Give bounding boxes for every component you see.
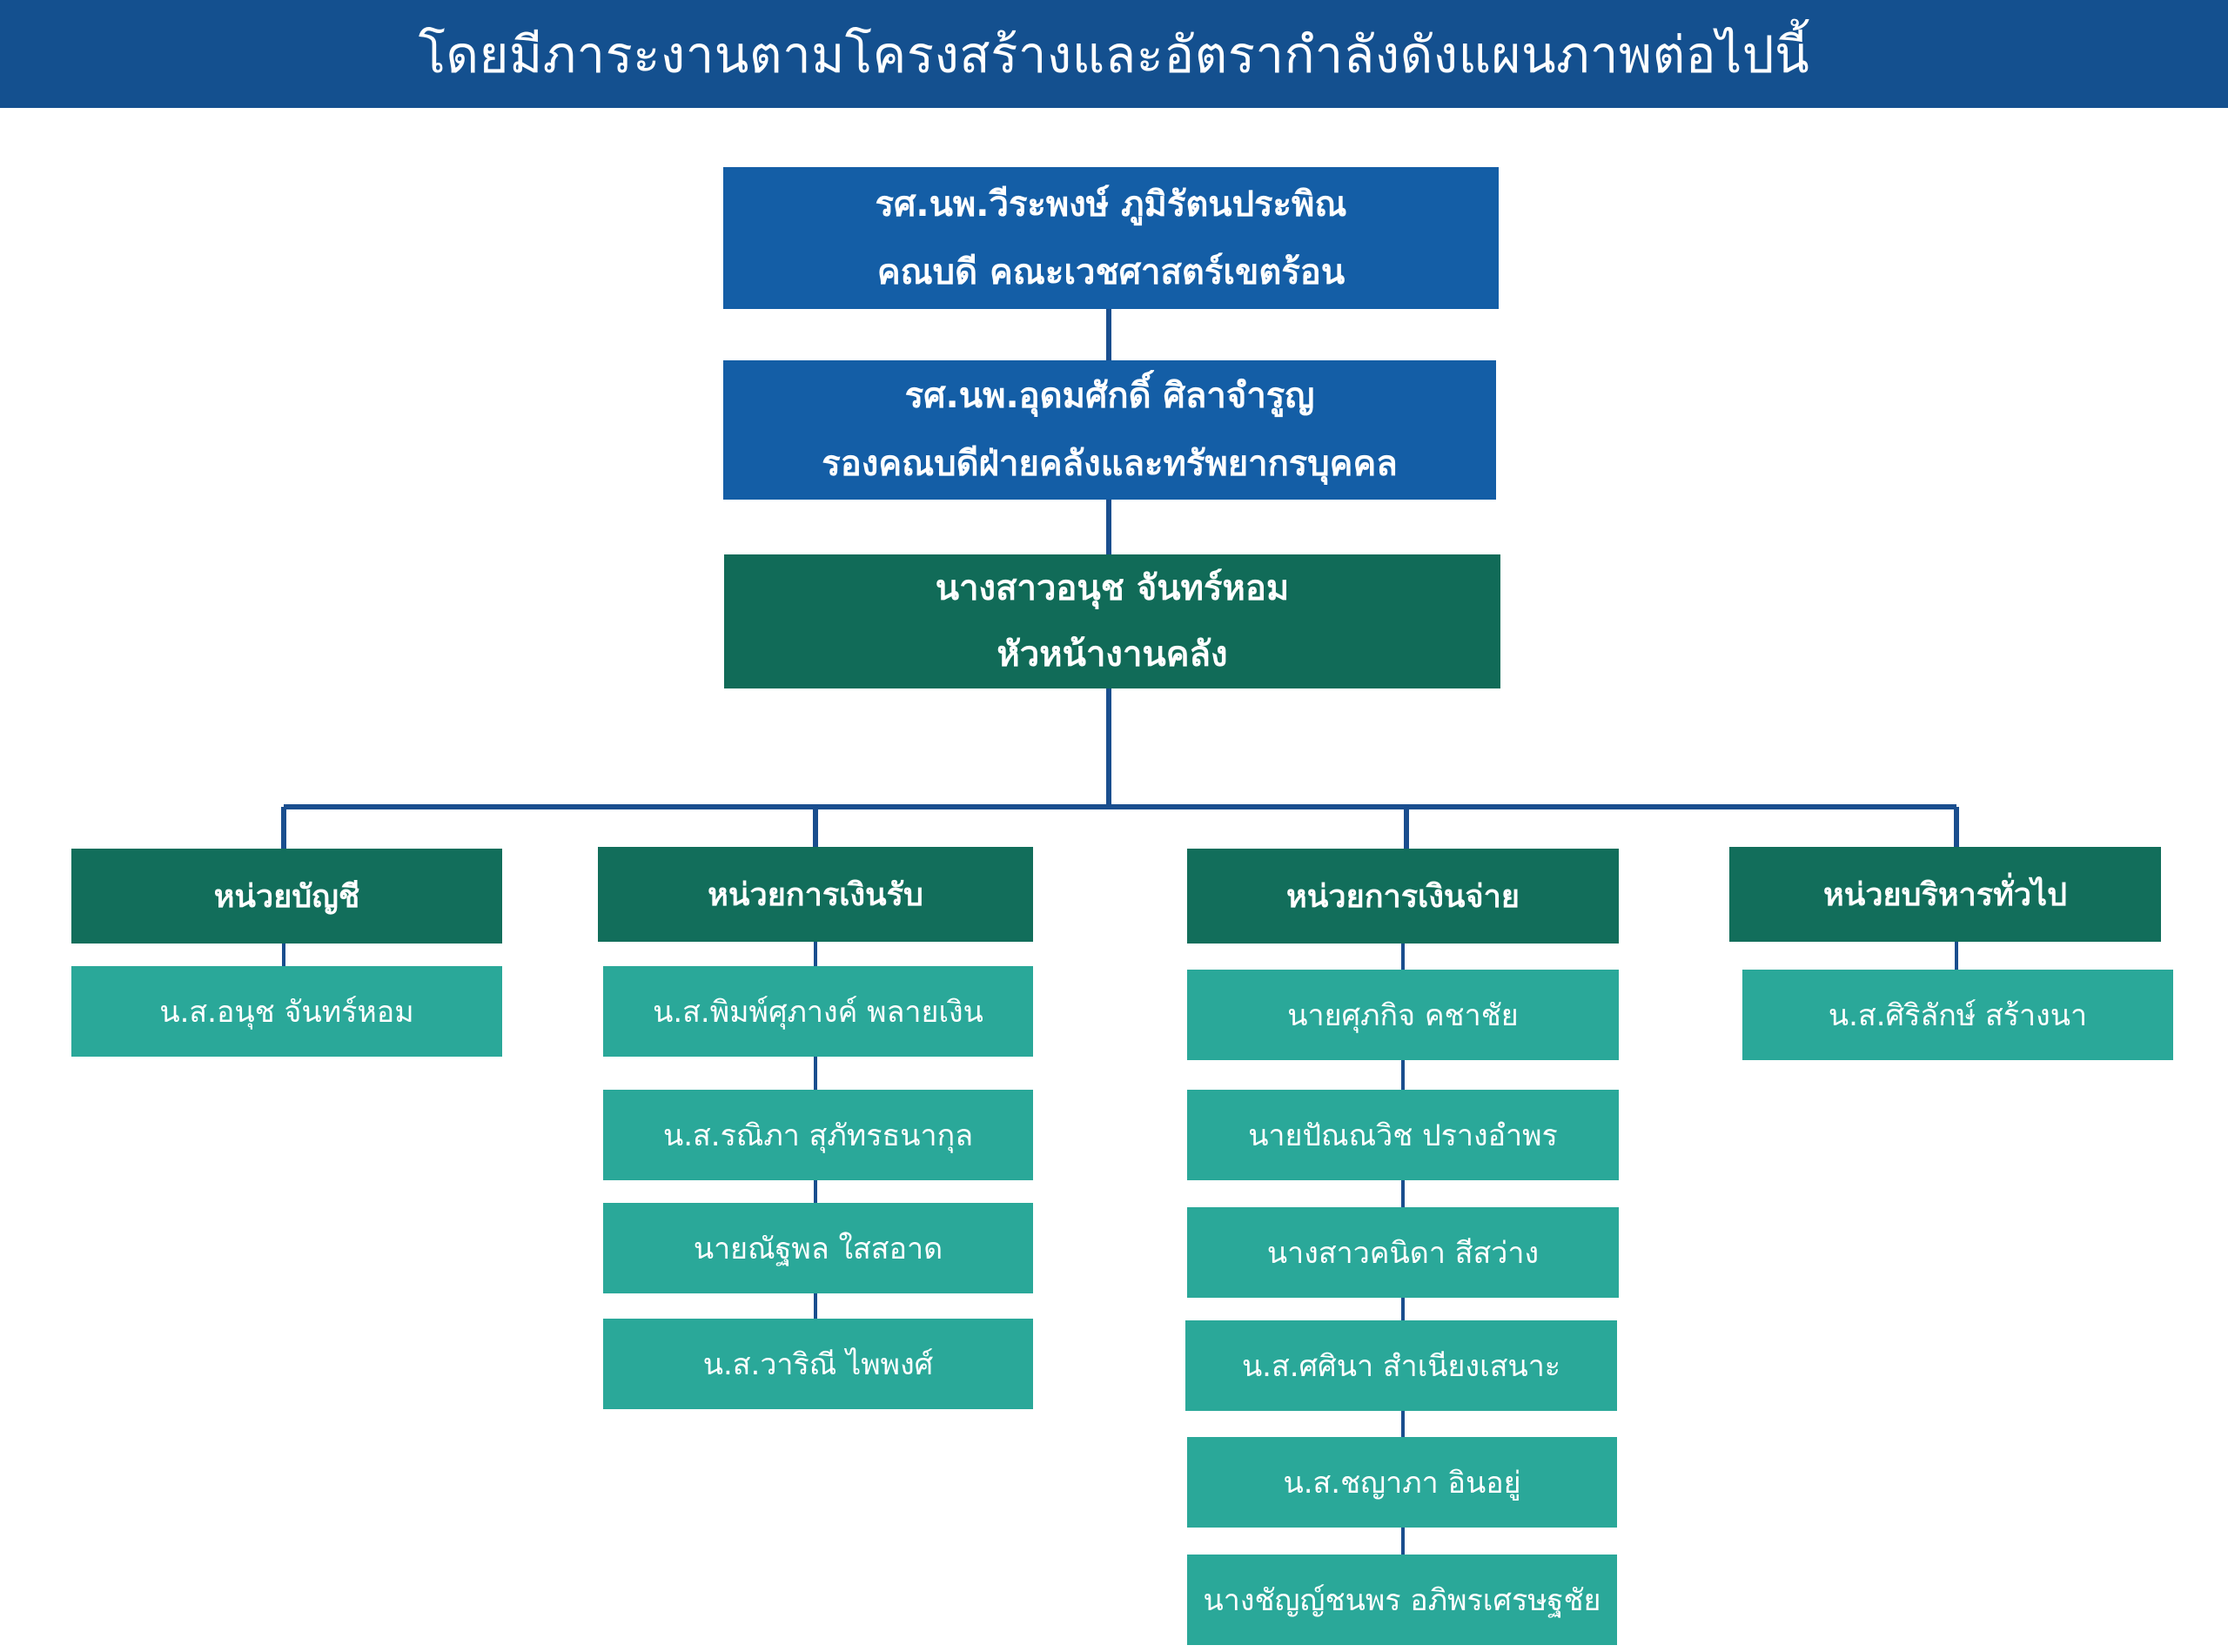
member-box: นายณัฐพล ใสสอาด bbox=[603, 1203, 1033, 1293]
member-box: น.ส.ศิริลักษ์ สร้างนา bbox=[1742, 970, 2173, 1060]
header-banner bbox=[0, 0, 2228, 108]
member-box: นายศุภกิจ คชาชัย bbox=[1187, 970, 1619, 1060]
member-box: นางสาวคนิดา สีสว่าง bbox=[1187, 1207, 1619, 1298]
member-box: น.ส.ชญาภา อินอยู่ bbox=[1187, 1437, 1617, 1528]
member-name: นายปัณณวิช ปรางอำพร bbox=[1248, 1118, 1558, 1153]
member-box: น.ส.รณิภา สุภัทรธนากุล bbox=[603, 1090, 1033, 1180]
deputy-name: รศ.นพ.อุดมศักดิ์ ศิลาจำรูญ bbox=[904, 376, 1315, 416]
unit-name: หน่วยบริหารทั่วไป bbox=[1822, 877, 2068, 913]
member-box: น.ส.อนุช จันทร์หอม bbox=[71, 966, 502, 1057]
member-name: น.ส.ศิริลักษ์ สร้างนา bbox=[1828, 998, 2088, 1033]
member-name: น.ส.ศศินา สำเนียงเสนาะ bbox=[1241, 1349, 1561, 1384]
head-position: หัวหน้างานคลัง bbox=[997, 635, 1228, 675]
dean-name: รศ.นพ.วีระพงษ์ ภูมิรัตนประพิณ bbox=[875, 184, 1347, 225]
member-name: นายศุภกิจ คชาชัย bbox=[1287, 998, 1519, 1033]
member-box: น.ส.วาริณี ไพพงศ์ bbox=[603, 1319, 1033, 1409]
unit-payments-box: หน่วยการเงินจ่าย bbox=[1187, 849, 1619, 944]
member-name: นายณัฐพล ใสสอาด bbox=[693, 1232, 943, 1266]
dean-position: คณบดี คณะเวชศาสตร์เขตร้อน bbox=[876, 252, 1346, 292]
head-box: นางสาวอนุช จันทร์หอม หัวหน้างานคลัง bbox=[724, 554, 1500, 688]
member-name: น.ส.พิมพ์ศุภางค์ พลายเงิน bbox=[653, 995, 983, 1030]
member-name: นางสาวคนิดา สีสว่าง bbox=[1266, 1236, 1540, 1271]
member-name: น.ส.วาริณี ไพพงศ์ bbox=[702, 1347, 934, 1382]
dean-box: รศ.นพ.วีระพงษ์ ภูมิรัตนประพิณ คณบดี คณะเ… bbox=[723, 167, 1499, 309]
unit-accounting-box: หน่วยบัญชี bbox=[71, 849, 502, 944]
member-name: น.ส.ชญาภา อินอยู่ bbox=[1283, 1466, 1521, 1501]
member-box: นายปัณณวิช ปรางอำพร bbox=[1187, 1090, 1619, 1180]
deputy-box: รศ.นพ.อุดมศักดิ์ ศิลาจำรูญ รองคณบดีฝ่ายค… bbox=[723, 360, 1496, 500]
member-name: น.ส.รณิภา สุภัทรธนากุล bbox=[662, 1118, 974, 1153]
member-box: น.ส.ศศินา สำเนียงเสนาะ bbox=[1185, 1320, 1617, 1411]
member-name: นางชัญญ์ชนพร อภิพรเศรษฐชัย bbox=[1203, 1583, 1601, 1618]
unit-name: หน่วยบัญชี bbox=[213, 879, 360, 915]
unit-name: หน่วยการเงินรับ bbox=[708, 877, 923, 913]
unit-general-admin-box: หน่วยบริหารทั่วไป bbox=[1729, 847, 2161, 942]
member-box: น.ส.พิมพ์ศุภางค์ พลายเงิน bbox=[603, 966, 1033, 1057]
unit-receipts-box: หน่วยการเงินรับ bbox=[598, 847, 1033, 942]
head-name: นางสาวอนุช จันทร์หอม bbox=[935, 568, 1290, 608]
member-box: นางชัญญ์ชนพร อภิพรเศรษฐชัย bbox=[1187, 1555, 1617, 1645]
member-name: น.ส.อนุช จันทร์หอม bbox=[159, 995, 414, 1030]
deputy-position: รองคณบดีฝ่ายคลังและทรัพยากรบุคคล bbox=[822, 444, 1398, 484]
page-title: โดยมีภาระงานตามโครงสร้างและอัตรากำลังดัง… bbox=[418, 24, 1810, 84]
unit-name: หน่วยการเงินจ่าย bbox=[1286, 879, 1520, 915]
